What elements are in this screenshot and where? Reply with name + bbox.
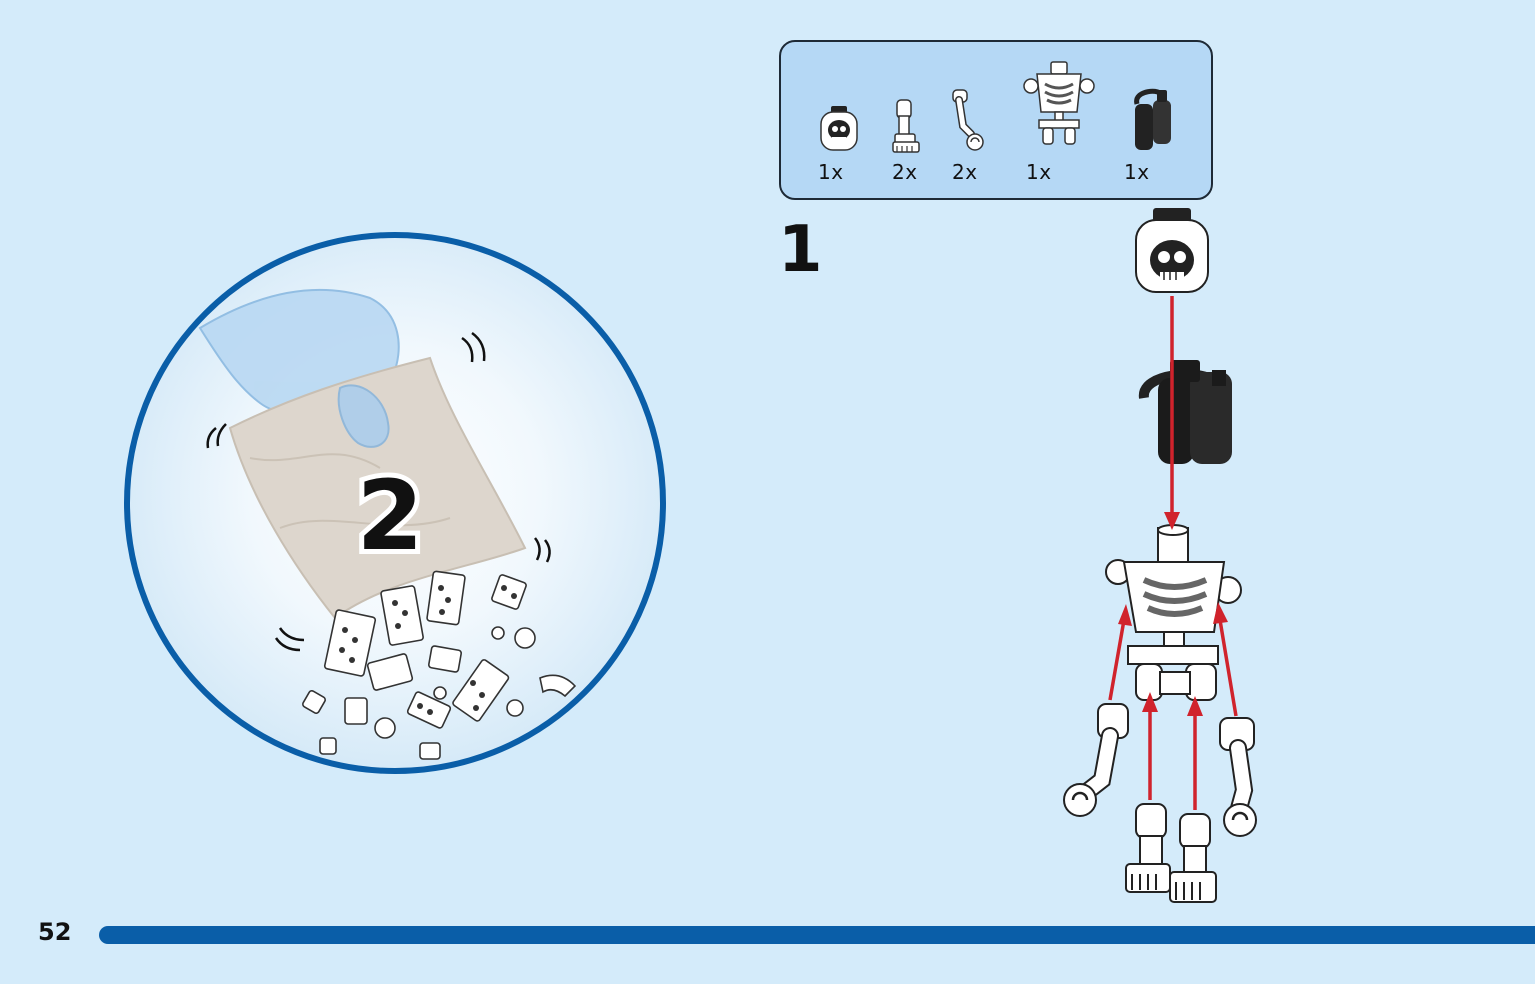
skull-head-icon xyxy=(820,106,858,151)
qty-skeleton-arm: 2x xyxy=(952,160,978,184)
bag-illustration xyxy=(124,232,666,774)
air-tanks-icon xyxy=(1139,360,1232,464)
step-number: 1 xyxy=(778,213,823,287)
bag-pouring-icon xyxy=(198,288,577,760)
skeleton-torso-icon xyxy=(1023,61,1095,145)
skeleton-arm-left-icon xyxy=(1063,703,1129,817)
bag-number-badge: 2 xyxy=(352,465,429,565)
page-number: 52 xyxy=(38,918,72,946)
assembly-arrows xyxy=(1108,296,1238,810)
skeleton-arm-right-icon xyxy=(1219,717,1257,837)
skeleton-torso-icon xyxy=(1105,524,1242,701)
page-footer-bar xyxy=(99,926,1535,944)
qty-skeleton-leg: 2x xyxy=(892,160,918,184)
qty-skull-head: 1x xyxy=(818,160,844,184)
parts-list-box: 1x 2x 2x 1x 1x xyxy=(779,40,1213,200)
qty-skeleton-torso: 1x xyxy=(1026,160,1052,184)
skeleton-arm-icon xyxy=(952,89,984,151)
bag-number: 2 xyxy=(357,465,424,565)
skeleton-assembly-illustration xyxy=(1063,208,1257,903)
qty-air-tanks: 1x xyxy=(1124,160,1150,184)
skull-head-icon xyxy=(1135,208,1209,293)
air-tanks-icon xyxy=(1134,88,1171,150)
skeleton-leg-icon xyxy=(892,99,920,153)
skeleton-leg-left-icon xyxy=(1125,803,1171,893)
skeleton-leg-right-icon xyxy=(1169,813,1217,903)
